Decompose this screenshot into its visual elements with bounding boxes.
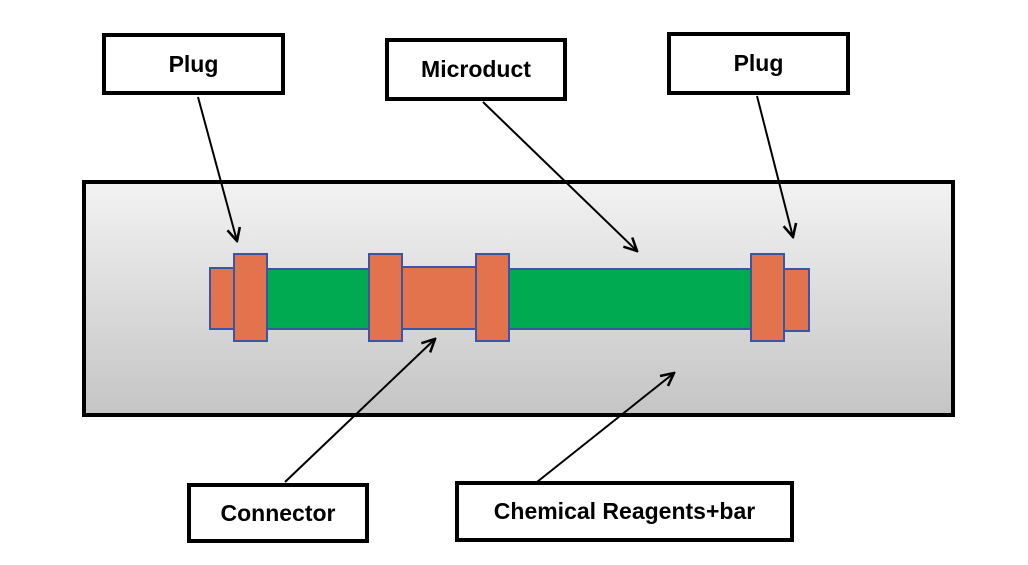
connector-right-collar (475, 253, 510, 342)
label-chemical-reagents: Chemical Reagents+bar (455, 481, 794, 542)
connector-body (401, 266, 477, 330)
left-plug-stub (209, 267, 235, 330)
label-microduct-text: Microduct (421, 56, 531, 82)
label-plug-right: Plug (667, 32, 850, 95)
label-chemical-reagents-text: Chemical Reagents+bar (493, 498, 756, 524)
right-plug-stub (783, 268, 810, 332)
microduct-segment-1 (266, 268, 370, 330)
connector-left-collar (368, 253, 403, 342)
label-plug-right-text: Plug (733, 50, 784, 76)
microduct-segment-2 (508, 268, 752, 330)
left-plug-collar (233, 253, 268, 342)
label-microduct: Microduct (385, 38, 567, 101)
right-plug-collar (750, 253, 785, 342)
label-plug-left-text: Plug (168, 50, 219, 77)
label-plug-left: Plug (102, 33, 285, 95)
label-connector-text: Connector (220, 499, 336, 526)
label-connector: Connector (187, 483, 369, 543)
